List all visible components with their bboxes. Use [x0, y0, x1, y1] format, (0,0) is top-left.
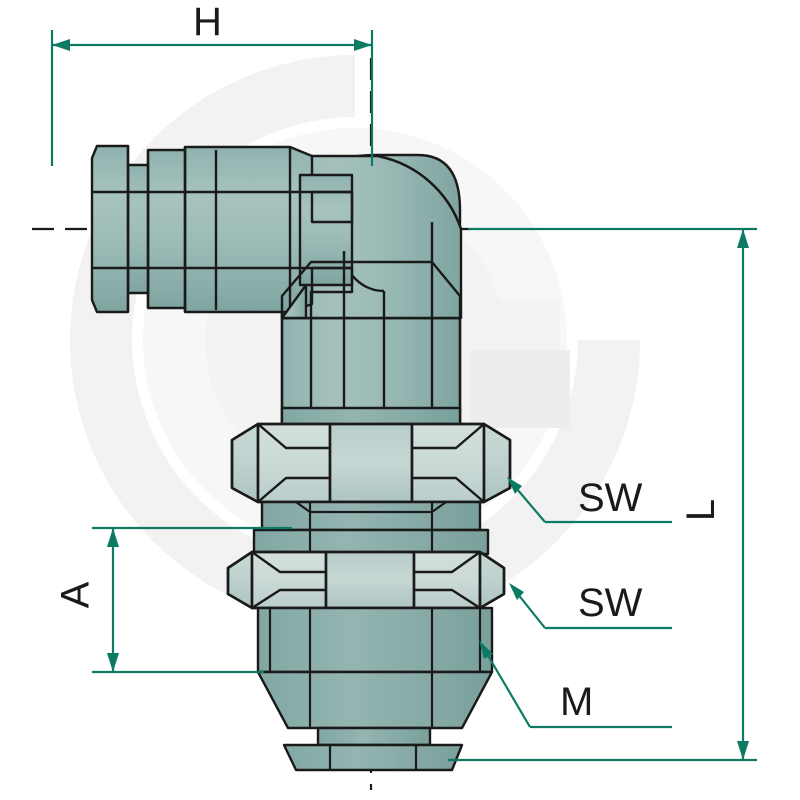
horizontal-arm-main — [183, 145, 314, 314]
dimension-label-L: L — [679, 498, 724, 522]
stud-taper — [256, 670, 494, 730]
mid-collar-upper — [260, 500, 482, 532]
dimension-H-arrow-right — [354, 39, 372, 51]
arm-step-lower — [310, 266, 354, 294]
upper-hex-center-face — [328, 422, 414, 504]
dimension-L-arrow-bottom — [737, 741, 749, 760]
lower-hex-outline — [226, 550, 506, 610]
callout-leaders — [479, 477, 672, 729]
left-end-flange — [90, 144, 130, 314]
elbow-left-chamfer — [280, 283, 308, 320]
upper-hex-outline — [230, 422, 512, 504]
dimension-L — [448, 227, 757, 762]
m-arrowhead — [479, 640, 493, 659]
dimension-L-arrow-top — [737, 229, 749, 248]
callout-label-sw-upper: SW — [578, 476, 643, 520]
dimension-A — [92, 526, 292, 674]
m-leader — [482, 646, 531, 728]
upper-hex-nut — [230, 422, 512, 504]
bottom-end-flange — [282, 743, 464, 772]
elbow-outer-arc — [376, 154, 463, 230]
dimension-A-arrow-bottom — [107, 653, 119, 672]
sw-lower-arrowhead — [509, 583, 524, 600]
dimension-H-arrow-left — [52, 39, 70, 51]
left-collar — [126, 163, 150, 295]
lower-hex-nut — [226, 550, 506, 610]
dimension-label-A: A — [53, 581, 98, 609]
fitting-assembly — [90, 144, 512, 772]
stud-neck — [316, 726, 432, 747]
dimension-label-H: H — [193, 0, 222, 44]
horizontal-arm-nut — [146, 148, 187, 310]
callout-label-m-thread: M — [560, 680, 594, 724]
upper-hex-leftmid-face — [256, 422, 332, 504]
dimension-H — [50, 30, 374, 166]
arm-step-upper — [310, 190, 354, 224]
dimension-A-arrow-top — [107, 528, 119, 547]
mid-collar-lower — [252, 528, 490, 556]
upper-hex-rightmid-face — [410, 422, 486, 504]
lower-hex-center-face — [324, 550, 416, 610]
threaded-stud — [256, 606, 494, 674]
sw-upper-arrowhead — [507, 477, 522, 494]
callout-label-sw-lower: SW — [578, 581, 643, 625]
